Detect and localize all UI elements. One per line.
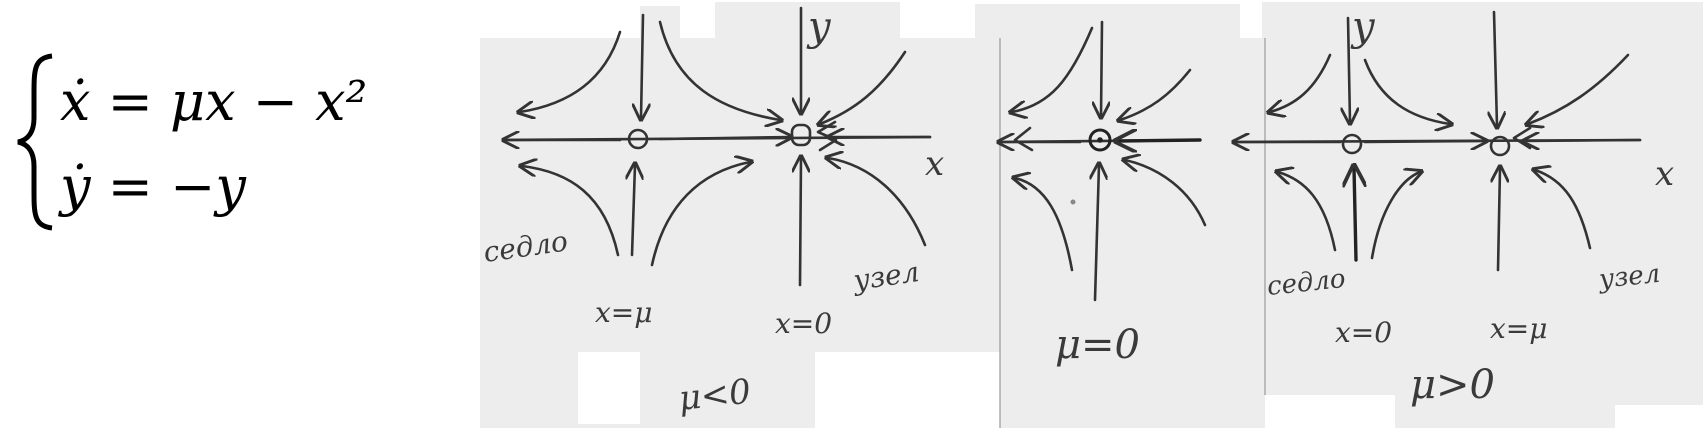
node-curve-br	[828, 158, 927, 247]
axis-arrow-from-right	[1118, 140, 1202, 141]
node-position-label: x=μ	[1490, 312, 1547, 345]
axis-arrow-to-node	[658, 137, 790, 139]
saddle-position-label: x=μ	[595, 296, 652, 329]
equation-x-dot: ẋ = μx − x²	[60, 70, 367, 133]
saddle-point	[1341, 133, 1363, 155]
saddle-curve-tl	[520, 30, 622, 112]
degenerate-point-dot	[1097, 137, 1103, 143]
node-curve-tr	[1528, 53, 1630, 124]
node-inflow-top	[1494, 10, 1497, 126]
x-axis-label: x	[925, 144, 944, 184]
case-label: μ<0	[677, 372, 753, 419]
saddle-curve-tr	[658, 20, 780, 120]
inflow-top	[1101, 20, 1102, 116]
curve-tl	[1012, 26, 1094, 112]
node-type-label: узел	[1597, 259, 1662, 295]
saddle-curve-br	[1370, 172, 1420, 260]
inflow-zigzag	[1013, 126, 1034, 152]
inflow-bottom	[1095, 165, 1099, 302]
curve-tr	[1120, 68, 1192, 120]
case-label: μ>0	[1410, 362, 1495, 408]
saddle-curve-bl	[522, 166, 620, 257]
node-position-label: x=0	[775, 307, 832, 340]
saddle-inflow-bottom	[632, 165, 635, 257]
axis-arrow-from-right	[1525, 140, 1642, 141]
x-axis-label: x	[1655, 154, 1674, 194]
degenerate-point	[1088, 128, 1112, 152]
curve-bl	[1015, 178, 1074, 272]
curve-br	[1125, 160, 1207, 227]
y-axis-bottom	[800, 158, 801, 287]
node-inflow-zigzag	[1512, 126, 1532, 150]
saddle-curve-br	[650, 162, 750, 267]
node-curve-tr	[820, 50, 907, 124]
sketch-mu-zero: μ=0	[1000, 20, 1207, 368]
node-point	[790, 123, 812, 147]
node-point	[1489, 135, 1511, 157]
axis-arrow-to-node	[1363, 141, 1485, 142]
y-axis-label: y	[806, 4, 832, 50]
sketch-mu-positive: y x седло узел x=0 x=μ μ>0	[1235, 4, 1674, 408]
scanned-sheet	[480, 2, 1703, 439]
equation-y-dot: ẏ = −y	[58, 155, 247, 218]
saddle-curve-bl	[1278, 172, 1337, 252]
node-inflow-zigzag	[816, 120, 838, 152]
saddle-curve-tr	[1363, 58, 1450, 124]
y-axis-top	[1348, 16, 1350, 122]
saddle-curve-tl	[1270, 53, 1332, 112]
ink-dot	[1070, 199, 1076, 205]
equation-system: ẋ = μx − x² ẏ = −y	[17, 53, 367, 231]
y-axis-label: y	[1350, 4, 1376, 50]
node-inflow-bottom	[1498, 168, 1500, 272]
saddle-point	[627, 128, 649, 150]
left-brace	[17, 53, 53, 231]
saddle-position-label: x=0	[1335, 316, 1392, 349]
y-axis-bottom	[1354, 168, 1356, 262]
saddle-inflow-top	[641, 13, 643, 118]
case-label: μ=0	[1055, 322, 1140, 368]
node-curve-br	[1535, 170, 1592, 250]
